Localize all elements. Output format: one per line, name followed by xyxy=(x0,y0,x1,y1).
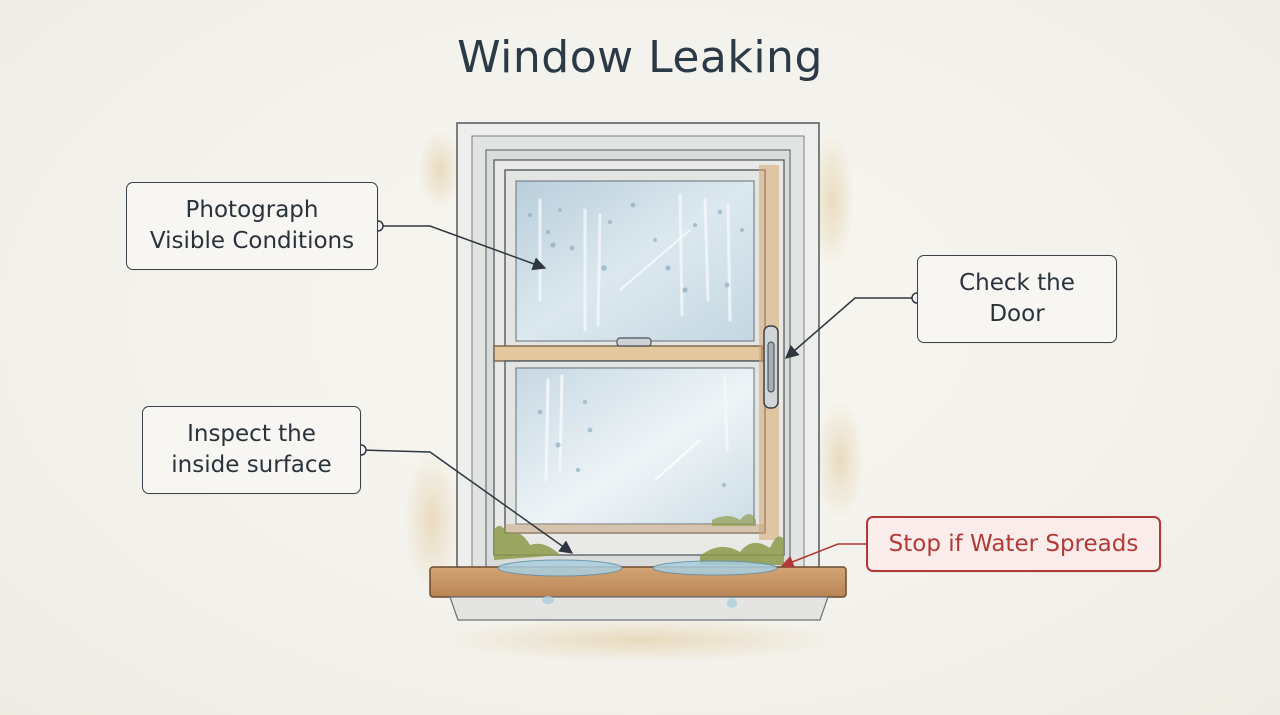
callout-photograph: Photograph Visible Conditions xyxy=(126,182,378,270)
mold-growth xyxy=(494,514,784,565)
callout-inspect-surface: Inspect the inside surface xyxy=(142,406,361,494)
callout-check-door: Check the Door xyxy=(917,255,1117,343)
meeting-rail xyxy=(493,345,763,362)
upper-sash xyxy=(504,169,766,349)
wall-water-stains xyxy=(404,130,864,662)
diagram-title: Window Leaking xyxy=(457,32,823,83)
leader-stop xyxy=(780,543,866,568)
water-puddles xyxy=(497,559,778,608)
window-latch-icon xyxy=(763,325,779,409)
callout-stop-warning: Stop if Water Spreads xyxy=(866,516,1161,572)
window-sill xyxy=(429,566,847,621)
sash-lock-icon xyxy=(616,337,652,347)
